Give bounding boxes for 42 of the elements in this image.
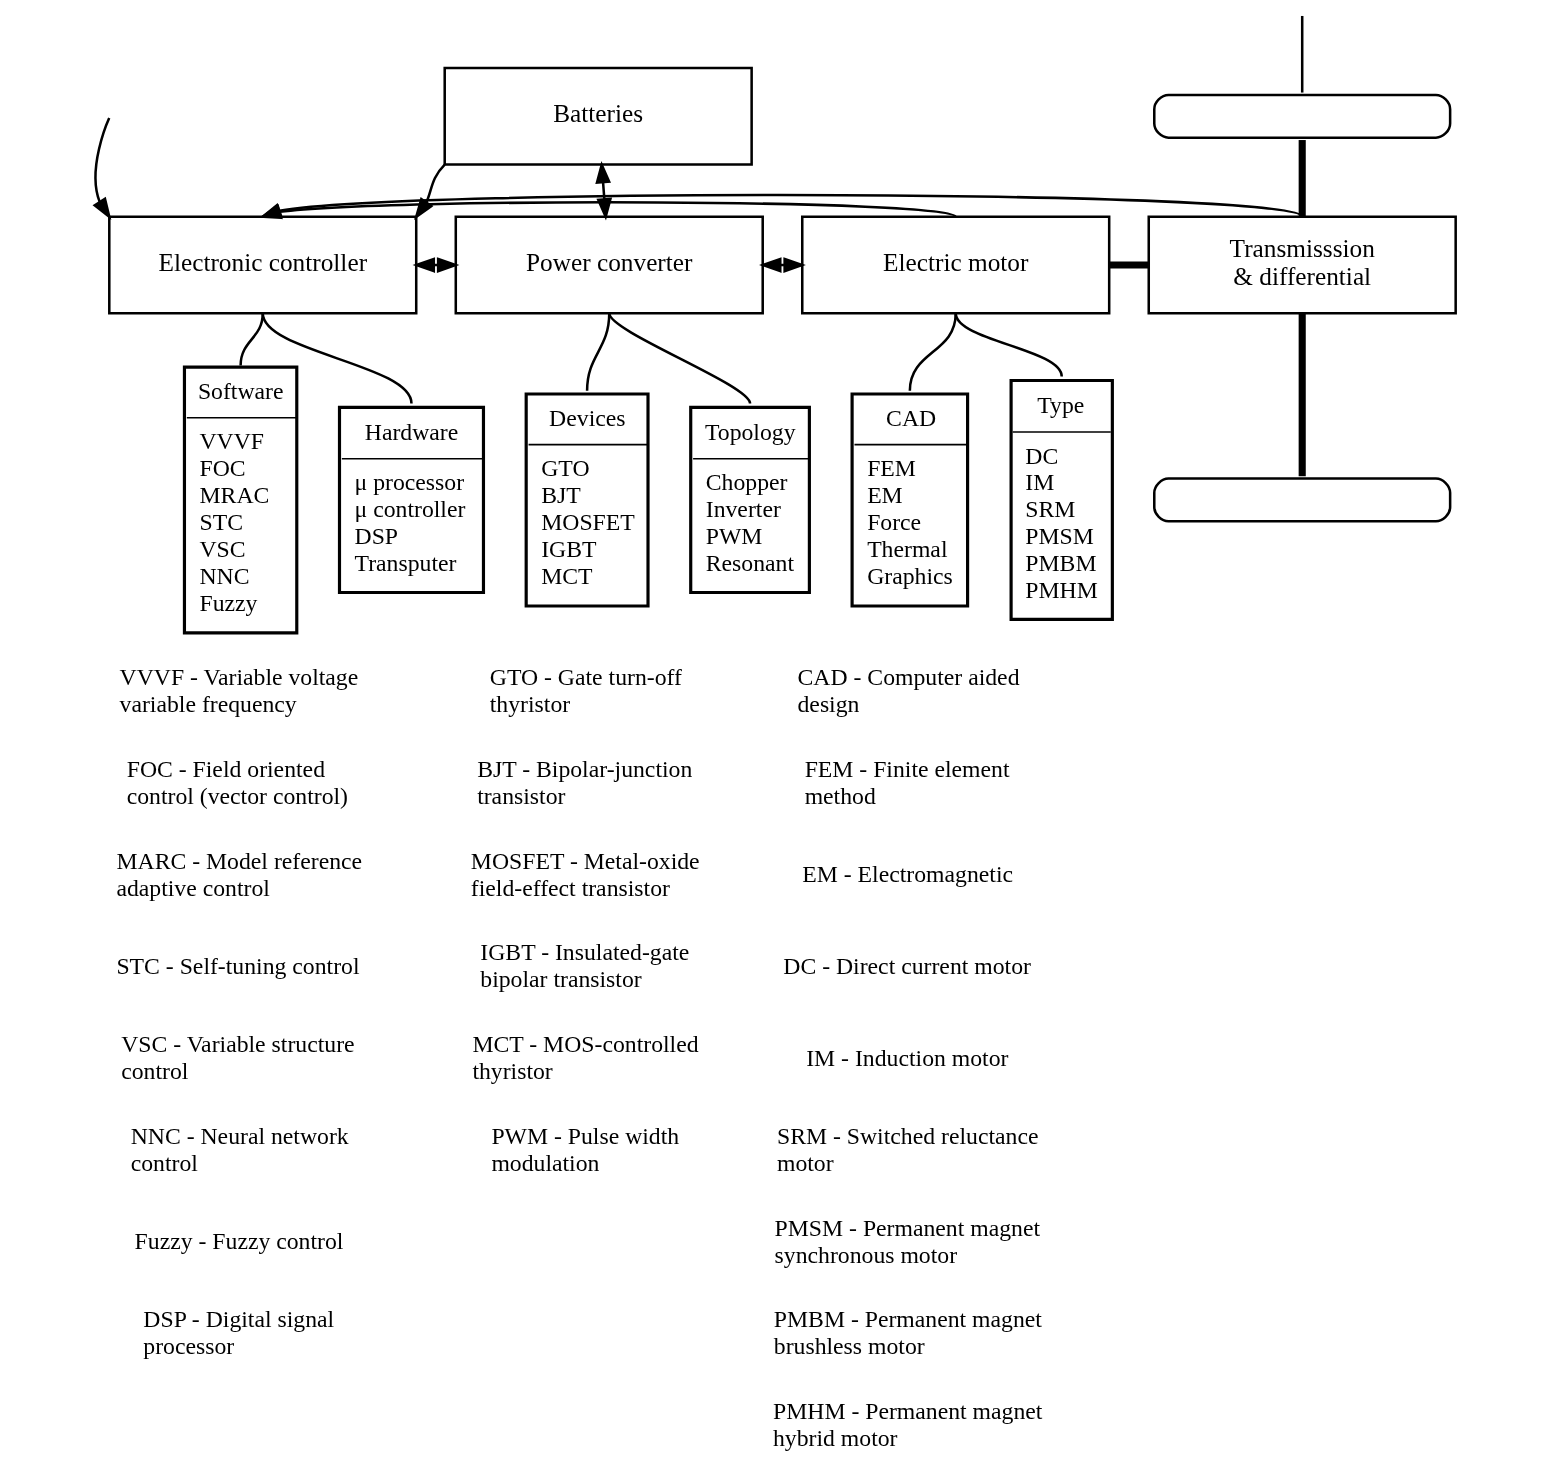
connector bbox=[239, 313, 265, 366]
label: EM - Electromagnetic bbox=[802, 861, 1014, 888]
connector bbox=[585, 313, 611, 391]
label: FOC - Field oriented control (vector control) bbox=[126, 755, 348, 809]
node-bar bbox=[1153, 477, 1452, 523]
label: DC - Direct current motor bbox=[783, 952, 1031, 979]
arrow bbox=[92, 117, 112, 220]
label: SRM - Switched reluctance motor bbox=[776, 1122, 1039, 1176]
node-box: Power converter bbox=[454, 215, 764, 315]
node-box: Transmisssion & differential bbox=[1147, 215, 1457, 315]
arrow bbox=[759, 257, 806, 273]
label: PMSM - Permanent magnet synchronous motor bbox=[774, 1214, 1041, 1268]
label: GTO - Gate turn-off thyristor bbox=[489, 664, 682, 717]
label: NNC - Neural network control bbox=[130, 1122, 349, 1176]
label: VVVF - Variable voltage variable frequency bbox=[119, 664, 359, 717]
label: PMHM - Permanent magnet hybrid motor bbox=[772, 1398, 1043, 1452]
label: STC - Self-tuning control bbox=[116, 952, 360, 979]
label: PWM - Pulse width modulation bbox=[491, 1122, 680, 1176]
connector bbox=[1298, 313, 1306, 477]
label: IM - Induction motor bbox=[806, 1044, 1009, 1071]
label: MCT - MOS-controlled thyristor bbox=[472, 1031, 699, 1085]
label: DSP - Digital signal processor bbox=[143, 1306, 335, 1360]
connector bbox=[908, 313, 957, 391]
connector bbox=[1109, 261, 1149, 269]
label: VSC - Variable structure control bbox=[121, 1031, 355, 1085]
connector bbox=[1300, 15, 1304, 93]
label: MARC - Model reference adaptive control bbox=[116, 847, 363, 901]
connector bbox=[608, 312, 752, 405]
connector bbox=[954, 312, 1063, 377]
label: Fuzzy - Fuzzy control bbox=[134, 1228, 344, 1255]
label: IGBT - Insulated-gate bipolar transistor bbox=[480, 939, 690, 993]
label: FEM - Finite element method bbox=[804, 755, 1010, 809]
node-box: Batteries bbox=[443, 66, 753, 166]
label: BJT - Bipolar-junction transistor bbox=[477, 755, 693, 809]
arrow bbox=[412, 257, 460, 273]
label: PMBM - Permanent magnet brushless motor bbox=[773, 1306, 1042, 1360]
label: MOSFET - Metal-oxide field-effect transistor bbox=[470, 847, 700, 901]
label: CAD - Computer aided design bbox=[797, 664, 1020, 717]
connector bbox=[261, 312, 413, 404]
node-box: Electric motor bbox=[801, 215, 1111, 315]
node-bar bbox=[1153, 93, 1452, 139]
node-box: Electronic controller bbox=[108, 215, 418, 315]
